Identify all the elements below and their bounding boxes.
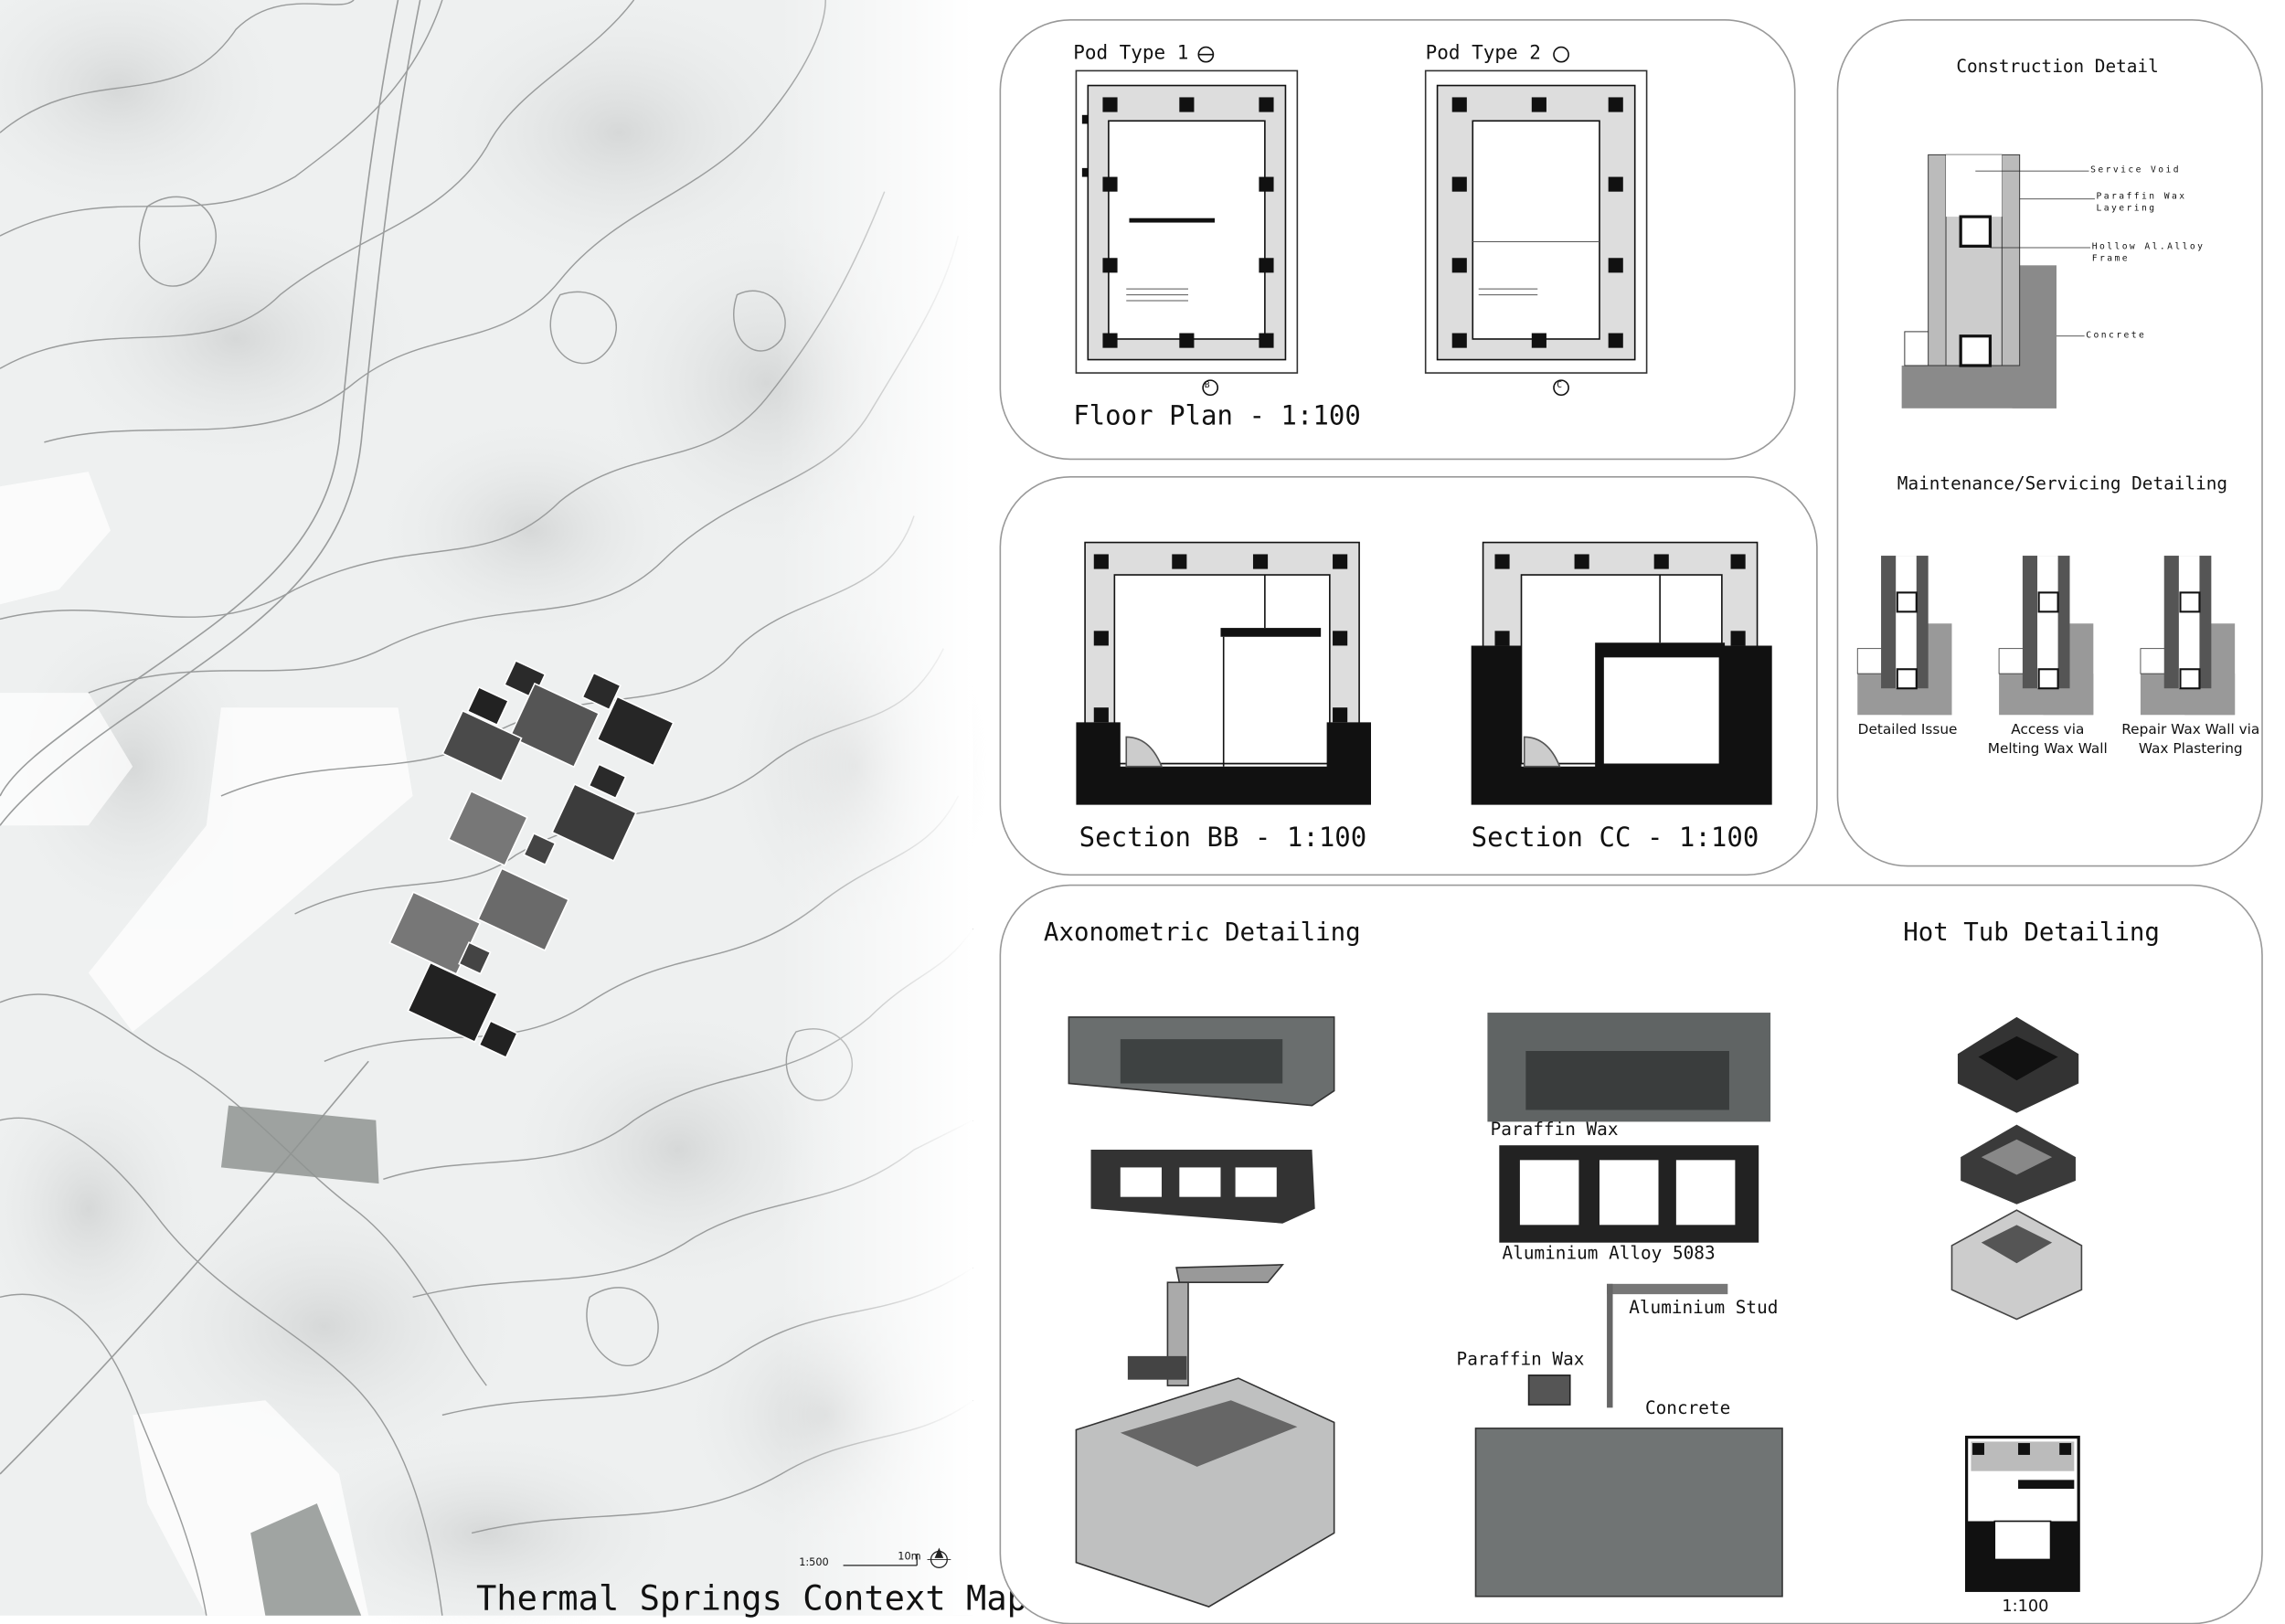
section-cc-title: Section CC - 1:100 [1471,822,1759,854]
pod-type-1-label: Pod Type 1 [1073,42,1189,65]
hot-tub-scale: 1:100 [2002,1596,2049,1616]
label-paraffin-wax-bottom: Paraffin Wax [1456,1348,1585,1370]
section-bb-title: Section BB - 1:100 [1079,822,1367,854]
pod-type-1-plan [1075,46,1299,397]
label-aluminium-alloy: Aluminium Alloy 5083 [1502,1242,1716,1264]
floor-plan-title: Floor Plan - 1:100 [1073,400,1361,432]
exploded-axonometric [1068,1016,1335,1608]
hot-tub-title: Hot Tub Detailing [1903,918,2160,949]
construction-detail-drawing [1901,154,2095,409]
section-marker-c-icon [1553,46,1569,63]
label-hollow-frame: Hollow Al.Alloy Frame [2091,241,2205,264]
section-marker-b-icon [1197,46,1215,63]
section-marker-c-bottom-icon [1553,379,1569,397]
component-elevations [1474,1013,1783,1597]
maintenance-title: Maintenance/Servicing Detailing [1897,472,2228,494]
caption-detailed-issue: Detailed Issue [1857,722,1958,739]
pod-type-2-plan [1424,46,1648,397]
marker-b-label: B [1204,380,1210,391]
construction-panel [1836,18,2263,867]
context-map: 1:500 10m Thermal Springs Context Map [0,0,1027,1624]
section-marker-b-bottom-icon [1202,379,1219,397]
axonometric-title: Axonometric Detailing [1043,918,1361,949]
contour-map-graphic [0,0,988,1624]
label-service-void: Service Void [2090,165,2182,175]
hot-tub-axonometric [1950,1016,2083,1321]
label-aluminium-stud: Aluminium Stud [1629,1297,1779,1318]
label-paraffin-wax-layering: Paraffin Wax Layering [2096,191,2187,214]
hot-tub-section [1964,1435,2080,1592]
label-concrete: Concrete [2086,330,2147,341]
north-arrow-icon [927,1547,951,1568]
map-title: Thermal Springs Context Map [475,1580,1027,1619]
maintenance-details-drawing [1856,555,2237,716]
marker-c-label: C [1557,380,1563,391]
caption-access-via-melting: Access via Melting Wax Wall [1987,722,2108,759]
construction-detail-title: Construction Detail [1956,56,2159,77]
scale-bar-label: 10m [898,1550,921,1563]
map-scale-text: 1:500 [799,1556,829,1569]
label-concrete-axo: Concrete [1644,1397,1731,1418]
section-bb-drawing [1076,541,1371,805]
pod-type-2-label: Pod Type 2 [1425,42,1541,65]
caption-repair-wax-wall: Repair Wax Wall via Wax Plastering [2121,722,2260,759]
section-cc-drawing [1471,541,1772,805]
label-paraffin-wax-top: Paraffin Wax [1490,1119,1619,1140]
